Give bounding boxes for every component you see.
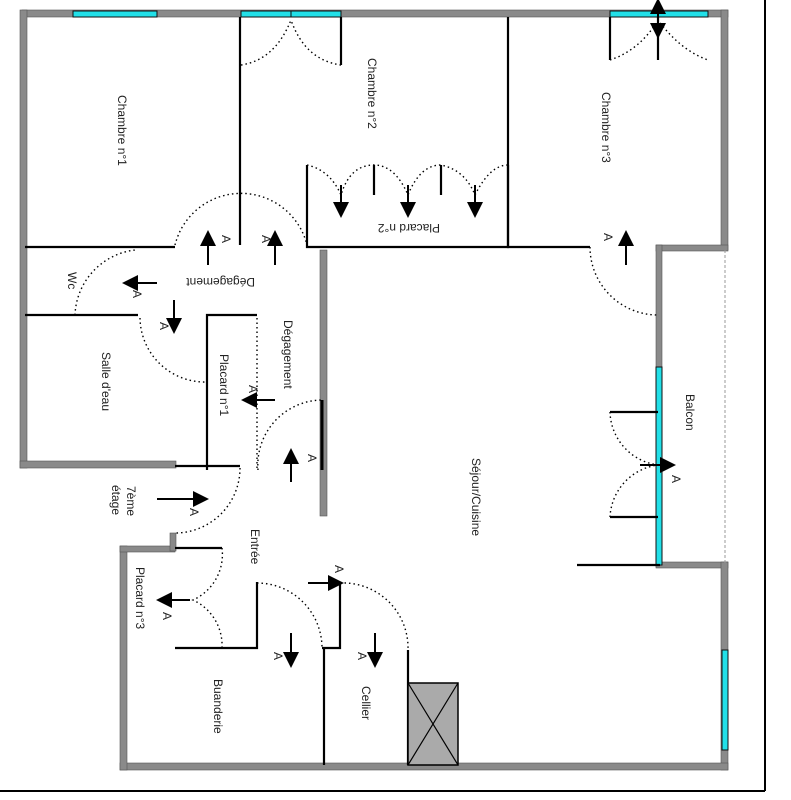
technical-shaft bbox=[407, 682, 459, 766]
door-marker: A bbox=[246, 385, 260, 393]
door-marker: A bbox=[271, 652, 285, 660]
page-frame bbox=[0, 0, 766, 792]
label-sejour-cuisine: Séjour/Cuisine bbox=[469, 458, 483, 536]
label-wc: Wc bbox=[65, 272, 79, 289]
label-placard-2: Placard n°2 bbox=[378, 221, 440, 235]
door-marker: A bbox=[160, 612, 174, 620]
label-placard-3: Placard n°3 bbox=[133, 567, 147, 629]
label-degagement-vertical: Dégagement bbox=[281, 320, 295, 389]
access-arrows bbox=[122, 0, 676, 668]
label-buanderie: Buanderie bbox=[211, 679, 225, 734]
door-marker: A bbox=[130, 290, 144, 298]
label-entree: Entrée bbox=[248, 529, 262, 565]
label-placard-1: Placard n°1 bbox=[217, 354, 231, 416]
label-balcon: Balcon bbox=[683, 394, 697, 431]
door-marker: A bbox=[219, 235, 233, 243]
label-chambre-2: Chambre n°2 bbox=[365, 58, 379, 129]
label-chambre-1: Chambre n°1 bbox=[115, 95, 129, 166]
label-etage-line2: étage bbox=[109, 485, 123, 515]
label-degagement-horizontal: Dégagement bbox=[186, 275, 255, 289]
door-marker: A bbox=[601, 233, 615, 241]
door-marker: A bbox=[259, 235, 273, 243]
door-marker: A bbox=[157, 322, 171, 330]
label-etage-line1: 7ème bbox=[124, 486, 138, 516]
door-markers: A A A A A A A A A A A A A bbox=[130, 233, 683, 660]
door-marker: A bbox=[187, 508, 201, 516]
label-salle-eau: Salle d'eau bbox=[99, 352, 113, 411]
door-marker: A bbox=[669, 475, 683, 483]
windows bbox=[72, 10, 729, 751]
door-marker: A bbox=[332, 565, 346, 573]
label-chambre-3: Chambre n°3 bbox=[599, 92, 613, 163]
door-marker: A bbox=[305, 454, 319, 462]
door-marker: A bbox=[355, 652, 369, 660]
label-cellier: Cellier bbox=[359, 686, 373, 720]
